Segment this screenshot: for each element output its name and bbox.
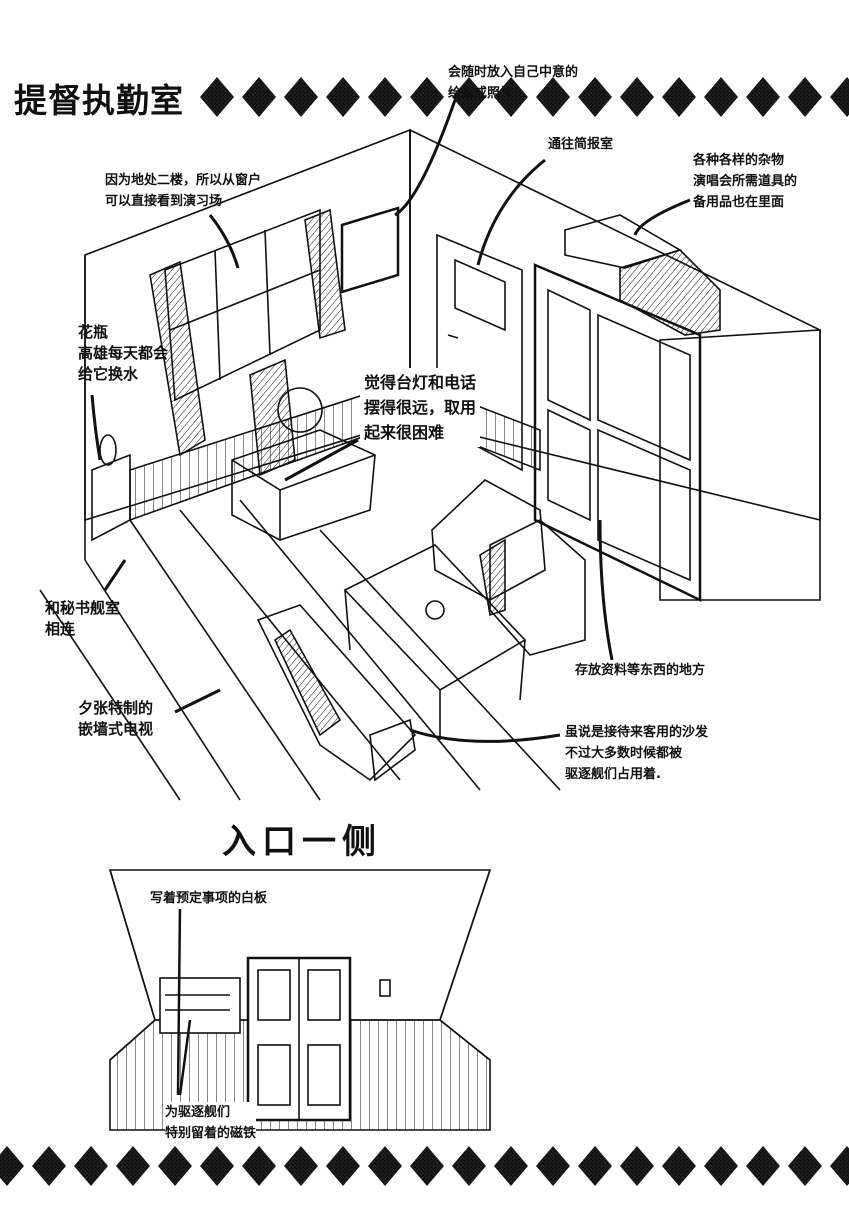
diamond-ornament <box>242 1146 276 1186</box>
note-storage-top: 各种各样的杂物 演唱会所需道具的 备用品也在里面 <box>693 150 797 213</box>
note-line: 相连 <box>45 620 76 638</box>
page-title: 提督执勤室 <box>14 81 184 120</box>
diamond-ornament <box>410 1146 444 1186</box>
diamond-ornament <box>0 1146 24 1186</box>
note-painting: 会随时放入自己中意的 绘画或照片 <box>448 62 578 104</box>
entrance-heading: 入口一侧 <box>222 822 382 862</box>
diamond-ornament <box>200 77 234 117</box>
diamond-ornament <box>746 1146 780 1186</box>
note-line: 给它换水 <box>78 365 139 383</box>
diamond-ornament <box>830 77 849 117</box>
note-line: 可以直接看到演习场 <box>105 194 223 209</box>
diamond-ornament <box>74 1146 108 1186</box>
diamond-ornament <box>368 1146 402 1186</box>
diamond-ornament <box>536 77 570 117</box>
bottom-diamond-border <box>0 1146 849 1186</box>
diamond-ornament <box>578 1146 612 1186</box>
diamond-ornament <box>452 1146 486 1186</box>
speech-line: 起来很困难 <box>364 423 445 442</box>
diamond-ornament <box>368 77 402 117</box>
diamond-ornament <box>326 1146 360 1186</box>
note-door: 通往简报室 <box>548 134 613 155</box>
diamond-ornament <box>410 77 444 117</box>
note-line: 特别留着的磁铁 <box>165 1126 257 1141</box>
note-line: 存放资料等东西的地方 <box>575 663 706 678</box>
note-line: 不过大多数时候都被 <box>565 746 683 761</box>
note-line: 高雄每天都会 <box>78 344 169 362</box>
diamond-ornament <box>788 77 822 117</box>
note-sofa: 虽说是接待来客用的沙发 不过大多数时候都被 驱逐舰们占用着. <box>565 722 708 785</box>
diamond-ornament <box>536 1146 570 1186</box>
note-line: 和秘书舰室 <box>45 599 121 617</box>
diamond-ornament <box>662 1146 696 1186</box>
speech-line: 觉得台灯和电话 <box>364 373 477 392</box>
diamond-ornament <box>662 77 696 117</box>
diamond-ornament <box>494 77 528 117</box>
diamond-ornament <box>830 1146 849 1186</box>
diamond-ornament <box>788 1146 822 1186</box>
diamond-ornament <box>32 1146 66 1186</box>
diamond-ornament <box>242 77 276 117</box>
note-line: 备用品也在里面 <box>693 195 785 210</box>
diamond-ornament <box>704 1146 738 1186</box>
diamond-ornament <box>158 1146 192 1186</box>
diamond-ornament <box>494 1146 528 1186</box>
note-line: 写着预定事项的白板 <box>150 891 268 906</box>
note-tv: 夕张特制的 嵌墙式电视 <box>78 698 153 740</box>
diamond-ornament <box>284 77 318 117</box>
diamond-ornament <box>746 77 780 117</box>
note-line: 驱逐舰们占用着. <box>565 767 661 782</box>
note-line: 因为地处二楼，所以从窗户 <box>105 173 262 188</box>
note-vase: 花瓶 高雄每天都会 给它换水 <box>78 322 168 385</box>
diamond-ornament <box>620 1146 654 1186</box>
diamond-ornament <box>284 1146 318 1186</box>
speech-bubble: 觉得台灯和电话 摆得很远，取用 起来很困难 <box>360 368 481 447</box>
diamond-ornament <box>452 77 486 117</box>
note-line: 花瓶 <box>78 323 109 341</box>
note-line: 会随时放入自己中意的 <box>448 65 579 80</box>
diamond-ornament <box>704 77 738 117</box>
diamond-ornament <box>578 77 612 117</box>
note-line: 为驱逐舰们 <box>165 1105 231 1120</box>
note-magnets: 为驱逐舰们 特别留着的磁铁 <box>165 1102 257 1144</box>
note-line: 演唱会所需道具的 <box>693 174 798 189</box>
entrance-drawing <box>108 869 492 1131</box>
speech-line: 摆得很远，取用 <box>364 398 477 417</box>
note-line: 嵌墙式电视 <box>78 720 154 738</box>
diamond-ornament <box>116 1146 150 1186</box>
note-line: 通往简报室 <box>548 137 614 152</box>
top-diamond-border <box>200 77 849 117</box>
diamond-ornament <box>326 77 360 117</box>
note-secretary-room: 和秘书舰室 相连 <box>45 598 120 640</box>
note-line: 各种各样的杂物 <box>693 153 785 168</box>
note-window: 因为地处二楼，所以从窗户 可以直接看到演习场 <box>105 170 261 212</box>
note-line: 虽说是接待来客用的沙发 <box>565 725 709 740</box>
note-line: 绘画或照片 <box>448 86 514 101</box>
note-line: 夕张特制的 <box>78 699 154 717</box>
diamond-ornament <box>620 77 654 117</box>
note-cabinet: 存放资料等东西的地方 <box>575 660 705 681</box>
note-whiteboard: 写着预定事项的白板 <box>150 888 268 909</box>
diamond-ornament <box>200 1146 234 1186</box>
